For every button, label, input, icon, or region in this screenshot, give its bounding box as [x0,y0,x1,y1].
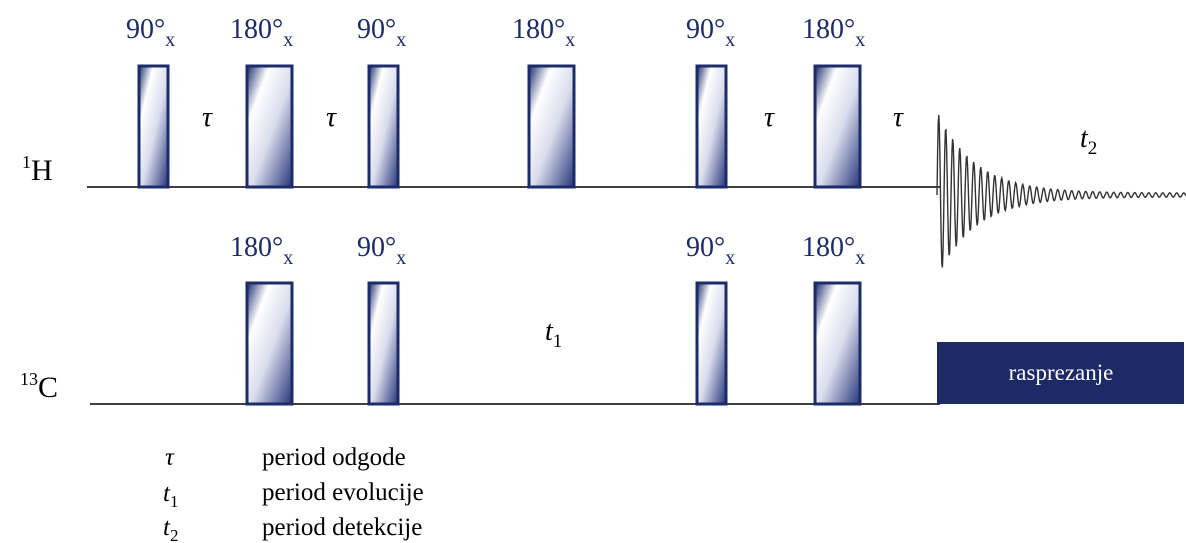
h1-pulse-180-3 [813,64,862,189]
channel-label-h1: 1H [22,152,53,187]
legend-symbol-t2: t2 [163,514,178,543]
h1-pulse-label-1: 90°x [126,14,175,51]
period-t2-label: t2 [1080,123,1097,159]
c13-pulse-180-1 [245,281,294,406]
c13-pulse-180-2 [813,281,862,406]
delay-tau-4: τ [893,102,904,133]
c13-pulses [245,281,862,406]
c13-pulse-label-2: 90°x [357,232,406,269]
h1-pulse-label-2: 180°x [230,14,293,51]
decoupling-label: rasprezanje [1009,360,1114,385]
h1-pulse-90-2 [367,64,400,189]
legend: τ period odgode t1 period evolucije t2 p… [163,444,424,543]
h1-pulse-90-3 [695,64,728,189]
h1-pulse-label-3: 90°x [357,14,406,51]
legend-symbol-tau: τ [165,444,175,471]
c13-pulse-label-3: 90°x [686,232,735,269]
decoupling-block [937,342,1184,404]
legend-text-tau: period odgode [262,444,406,471]
c13-pulse-90-2 [695,281,728,406]
h1-pulses [137,64,862,189]
c13-pulse-label-1: 180°x [230,232,293,269]
period-t1-label: t1 [545,316,562,352]
h1-pulse-label-4: 180°x [512,14,575,51]
h1-pulse-label-6: 180°x [802,14,865,51]
h1-pulse-label-5: 90°x [686,14,735,51]
delay-tau-3: τ [764,102,775,133]
delay-tau-1: τ [202,102,213,133]
channel-label-c13: 13C [20,369,58,404]
h1-pulse-90-1 [137,64,170,189]
legend-text-t2: period detekcije [262,514,422,541]
legend-text-t1: period evolucije [262,479,424,506]
c13-pulse-90-1 [367,281,400,406]
h1-pulse-180-2 [527,64,576,189]
h1-pulse-180-1 [245,64,294,189]
legend-symbol-t1: t1 [163,480,178,511]
c13-pulse-label-4: 180°x [802,232,865,269]
fid-signal [936,114,1186,268]
delay-tau-2: τ [326,102,337,133]
